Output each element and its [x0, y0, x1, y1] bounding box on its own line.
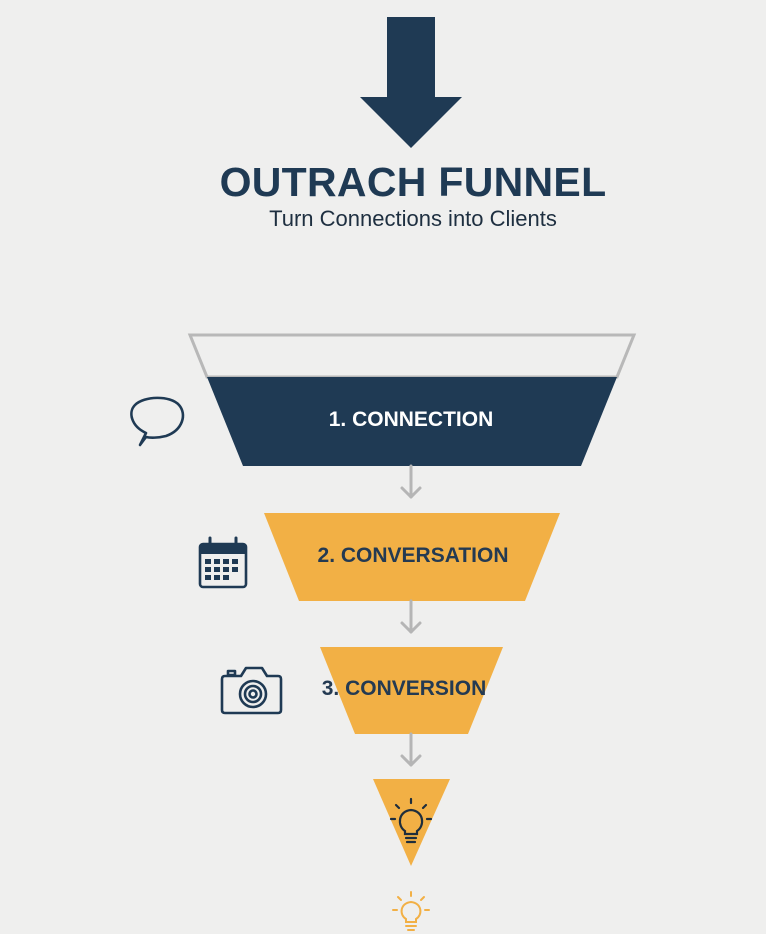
lightbulb-icon — [389, 797, 433, 844]
calendar-icon — [198, 536, 248, 589]
down-arrow-icon — [360, 17, 462, 148]
camera-icon — [220, 666, 283, 715]
footer-lightbulb-icon — [392, 891, 430, 931]
stage-1-band — [207, 377, 617, 466]
connector-arrow-3 — [400, 732, 422, 767]
stage-1-label: 1. CONNECTION — [328, 408, 494, 431]
connector-arrow-2 — [400, 599, 422, 634]
stage-2-label: 2. CONVERSATION — [317, 544, 509, 567]
page-subtitle: Turn Connections into Clients — [269, 206, 557, 231]
stage-3-band — [320, 647, 503, 734]
speech-bubble-icon — [130, 396, 185, 447]
funnel-tip — [373, 779, 450, 866]
stage-3-label: 3. CONVERSION — [321, 677, 487, 700]
stage-2-band — [264, 513, 560, 601]
funnel-rim — [187, 333, 637, 379]
page-title: OUTRACH FUNNEL — [219, 159, 607, 205]
connector-arrow-1 — [400, 464, 422, 499]
